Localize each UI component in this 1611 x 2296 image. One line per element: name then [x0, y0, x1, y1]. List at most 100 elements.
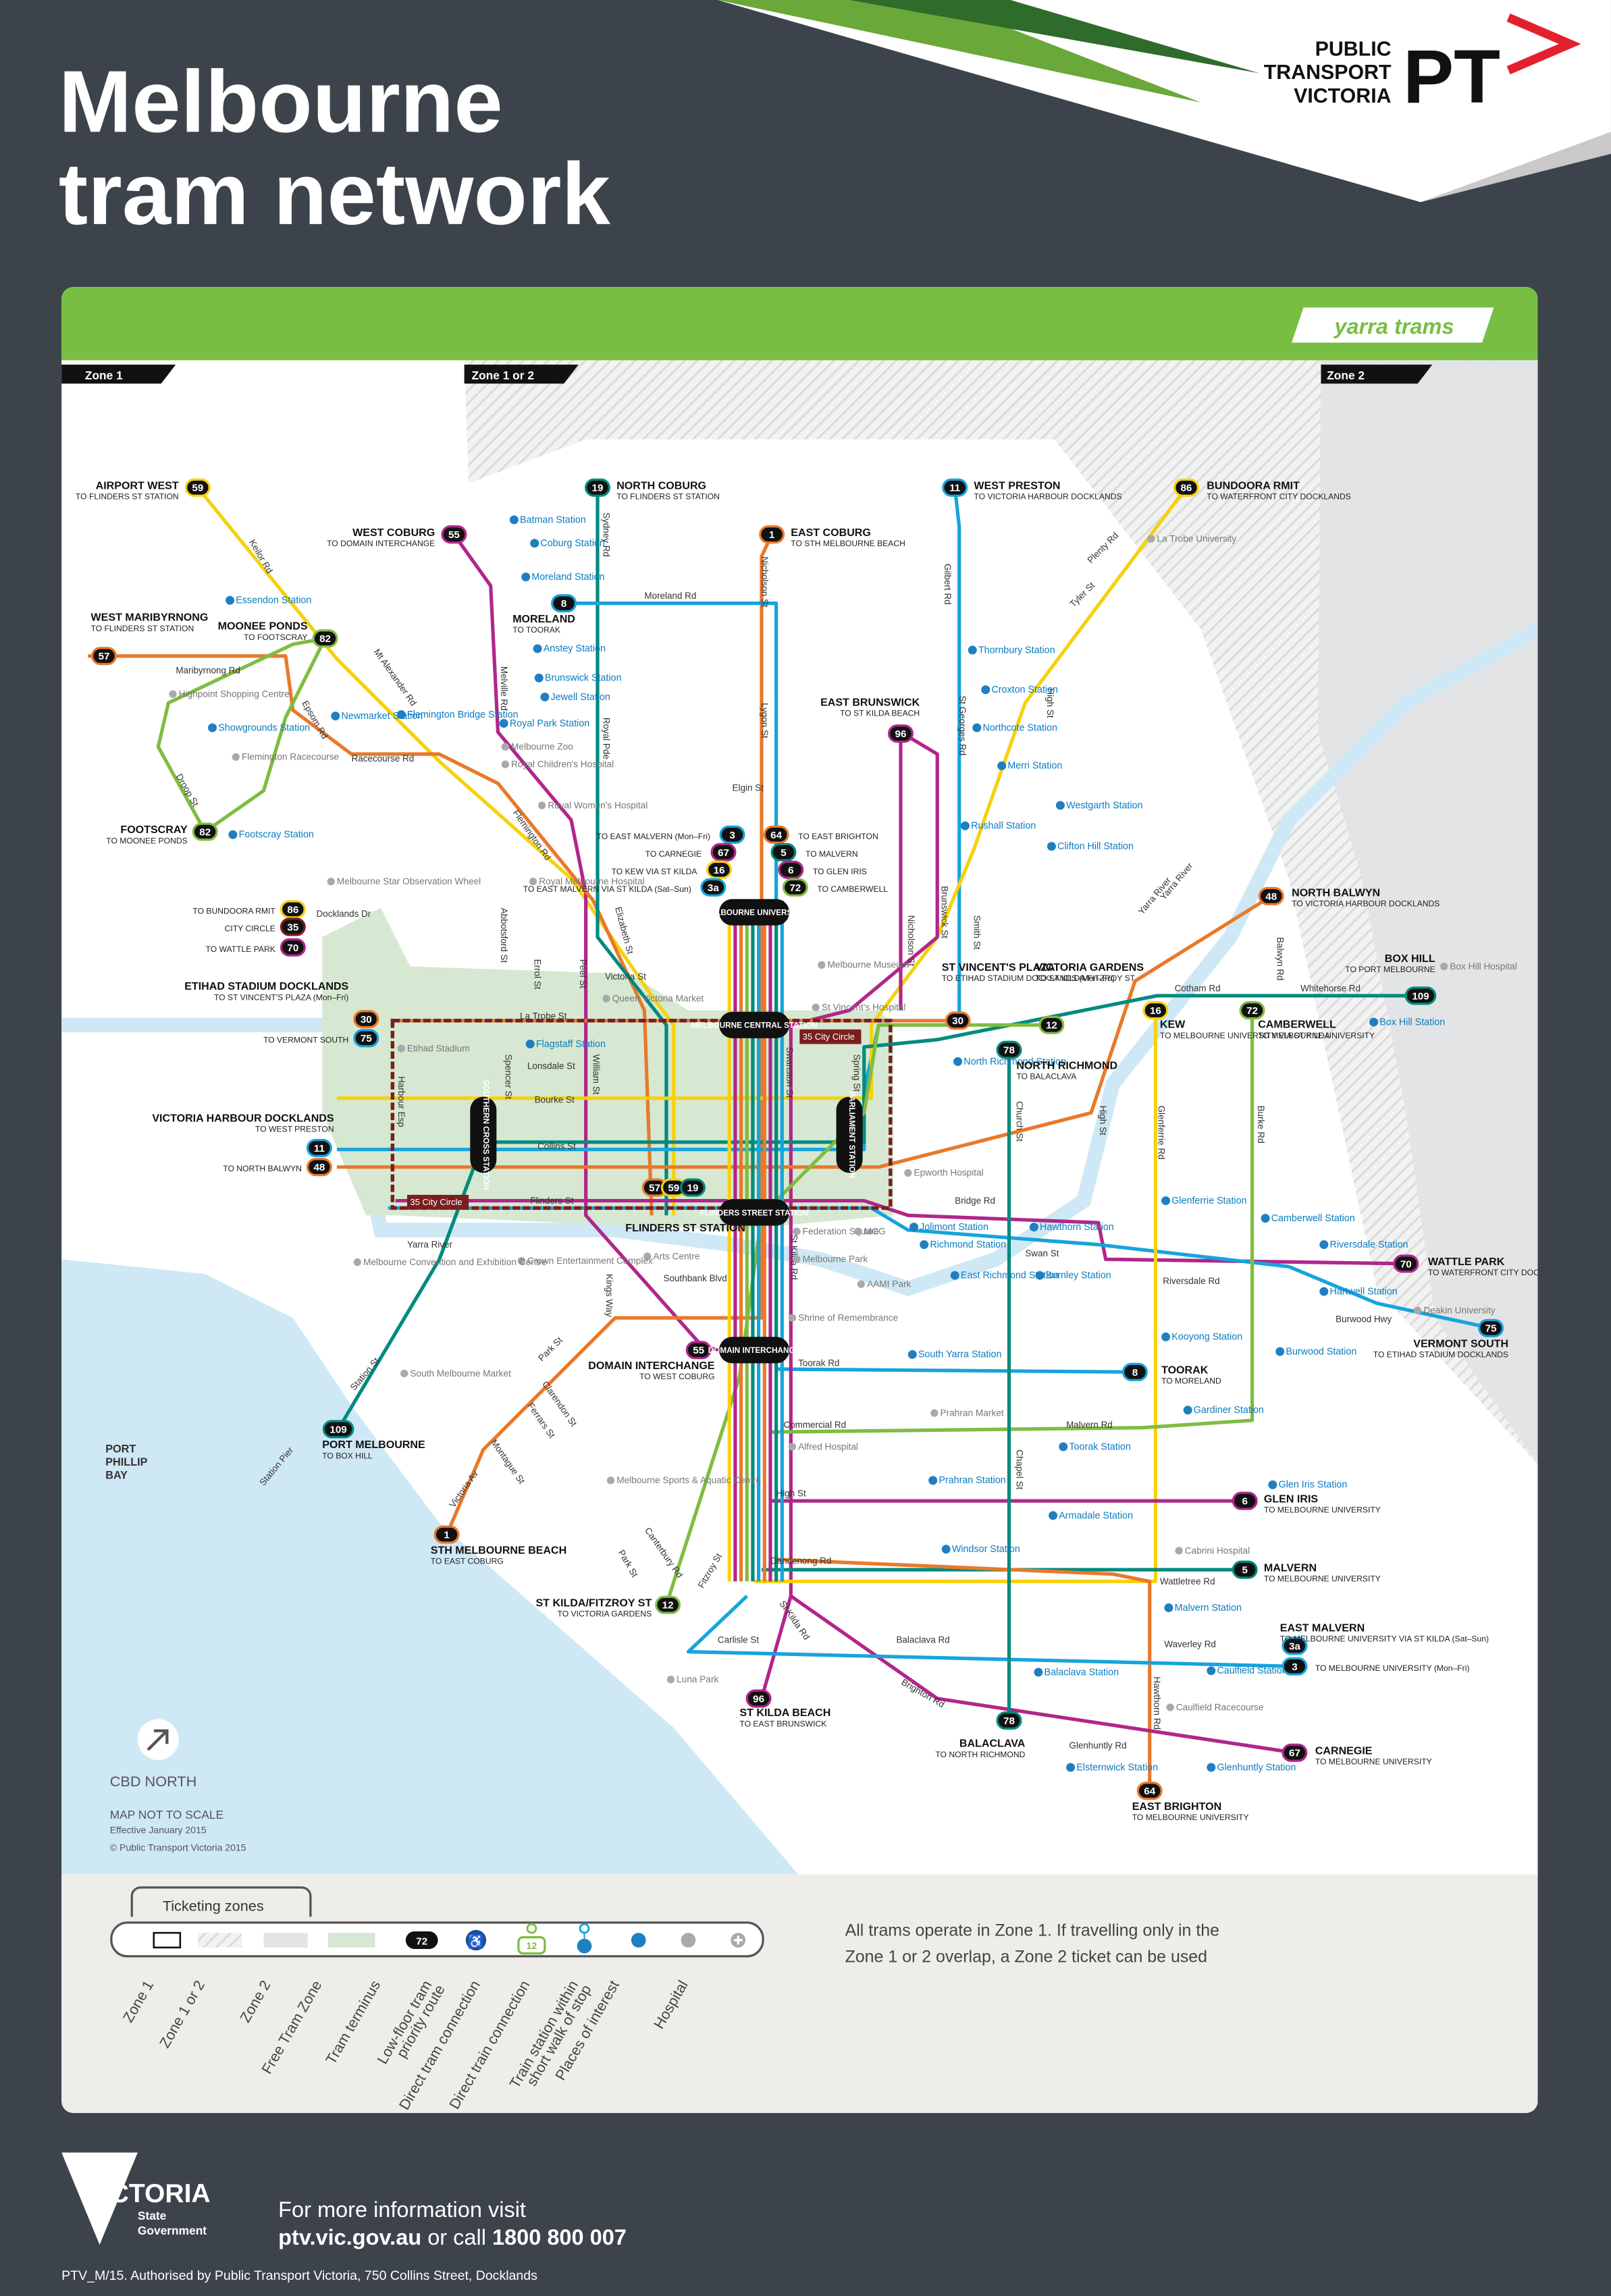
- terminus-name: BOX HILL: [1385, 953, 1435, 965]
- route-badge: [782, 878, 808, 897]
- place-icon: [606, 1476, 615, 1485]
- route-line: [156, 637, 326, 833]
- route-number: 3a: [1289, 1640, 1300, 1652]
- street-label: Carlisle St: [718, 1635, 759, 1645]
- bay-label: BAY: [105, 1470, 128, 1482]
- train-station-icon: [1161, 1332, 1171, 1341]
- route-number: 72: [789, 882, 801, 894]
- interchange-label: PARLIAMENT STATION: [847, 1092, 856, 1179]
- terminus-destination: TO KEW VIA ST KILDA: [612, 867, 698, 876]
- interchange-label: FLINDERS ST STATION: [625, 1222, 745, 1234]
- svg-text:72: 72: [416, 1935, 427, 1947]
- hospital-icon: [731, 1933, 746, 1948]
- train-station-label: Northcote Station: [982, 722, 1057, 733]
- route-badge: [719, 825, 745, 844]
- zone-tab-zone-2: Zone 2: [1321, 365, 1433, 384]
- train-station-label: Glenferrie Station: [1171, 1196, 1246, 1206]
- route-badge: [306, 1158, 332, 1177]
- train-station-label: Rushall Station: [971, 821, 1036, 832]
- terminus-destination: TO MELBOURNE UNIVERSITY VIA ST KILDA (Sa…: [1280, 1634, 1489, 1643]
- place-icon: [930, 1409, 939, 1417]
- route-number: 12: [662, 1600, 674, 1611]
- route-number: 55: [693, 1345, 704, 1356]
- terminus-destination: TO MELBOURNE UNIVERSITY: [1132, 1813, 1249, 1822]
- route-line: [204, 637, 327, 834]
- terminus-destination: TO VICTORIA HARBOUR DOCKLANDS: [1292, 899, 1440, 909]
- terminus-name: BALACLAVA: [959, 1738, 1026, 1750]
- route-number: 11: [949, 483, 961, 494]
- terminus-name: GLEN IRIS: [1264, 1493, 1319, 1505]
- zone-tab-zone-1-or-2: Zone 1 or 2: [464, 365, 579, 384]
- route-line: [336, 895, 1273, 1169]
- train-station-icon: [1261, 1214, 1270, 1223]
- route-number: 67: [718, 847, 729, 859]
- place-icon: [788, 1314, 797, 1322]
- route-number: 96: [895, 728, 907, 740]
- train-station-icon: [909, 1223, 919, 1232]
- legend-zone-1-swatch: [153, 1931, 182, 1949]
- place-label: AAMI Park: [867, 1279, 911, 1289]
- train-station-label: Hawthorn Station: [1040, 1222, 1114, 1233]
- route-number: 59: [668, 1182, 679, 1194]
- bay-label: PHILLIP: [105, 1456, 147, 1468]
- route-badge: [585, 478, 610, 497]
- zone-2-area: [1318, 360, 1538, 1465]
- title-line-2: tram network: [59, 144, 611, 243]
- scale-note: MAP NOT TO SCALE: [110, 1808, 223, 1821]
- legend-note: Zone 1 or 2 overlap, a Zone 2 ticket can…: [845, 1947, 1208, 1966]
- route-number: 109: [1412, 990, 1429, 1002]
- street-label: Waverley Rd: [1164, 1639, 1215, 1649]
- terminus-name: VICTORIA GARDENS: [1036, 961, 1144, 973]
- place-icon: [812, 1003, 820, 1011]
- street-label: Bridge Rd: [955, 1196, 995, 1206]
- terminus-destination: TO FLINDERS ST STATION: [76, 492, 179, 502]
- street-label: Victoria St: [605, 971, 646, 982]
- svg-text:VICTORIA: VICTORIA: [1294, 85, 1392, 107]
- street-label: Commercial Rd: [783, 1420, 846, 1430]
- train-station-label: Croxton Station: [991, 685, 1058, 695]
- terminus-destination: TO MELBOURNE UNIVERSITY: [1264, 1505, 1381, 1515]
- route-line: [754, 1010, 1157, 1584]
- place-label: Arts Centre: [653, 1251, 699, 1261]
- info-url-link[interactable]: ptv.vic.gov.au: [278, 2225, 421, 2249]
- street-label: Swanston St: [785, 1047, 795, 1098]
- route-badge: [996, 1711, 1022, 1730]
- route-badge: [312, 629, 338, 648]
- svg-text:♿: ♿: [468, 1934, 484, 1950]
- street-label: Collins St: [537, 1142, 576, 1152]
- terminus-destination: TO NORTH RICHMOND: [935, 1750, 1025, 1759]
- interchange-badge: [719, 1011, 790, 1038]
- route-badge: [1232, 1491, 1258, 1510]
- svg-text:VICTORIA: VICTORIA: [85, 2179, 211, 2208]
- street-label: La Trobe St: [520, 1011, 567, 1021]
- north-arrow-icon: [137, 1719, 179, 1761]
- svg-text:Zone 1: Zone 1: [85, 369, 123, 382]
- route-badge: [1038, 1015, 1065, 1034]
- train-station-icon: [1268, 1480, 1277, 1489]
- route-badge: [996, 1040, 1022, 1059]
- terminus-name: NORTH BALWYN: [1292, 886, 1380, 899]
- train-station-label: Essendon Station: [236, 595, 311, 606]
- terminus-destination: TO ETIHAD STADIUM DOCKLANDS: [1373, 1350, 1508, 1360]
- route-line: [768, 1010, 1255, 1434]
- place-label: Queen Victoria Market: [612, 994, 704, 1004]
- route-line: [664, 1023, 1052, 1606]
- interchange-badge: [719, 1337, 790, 1364]
- street-label: Chapel St: [1014, 1449, 1024, 1489]
- terminus-name: ST KILDA BEACH: [739, 1707, 830, 1719]
- route-number: 5: [781, 847, 787, 859]
- train-station-icon: [540, 692, 550, 701]
- train-station-icon: [972, 723, 982, 732]
- route-badge: [778, 860, 804, 879]
- train-station-icon: [1183, 1406, 1192, 1415]
- terminus-name: EAST MALVERN: [1280, 1622, 1365, 1634]
